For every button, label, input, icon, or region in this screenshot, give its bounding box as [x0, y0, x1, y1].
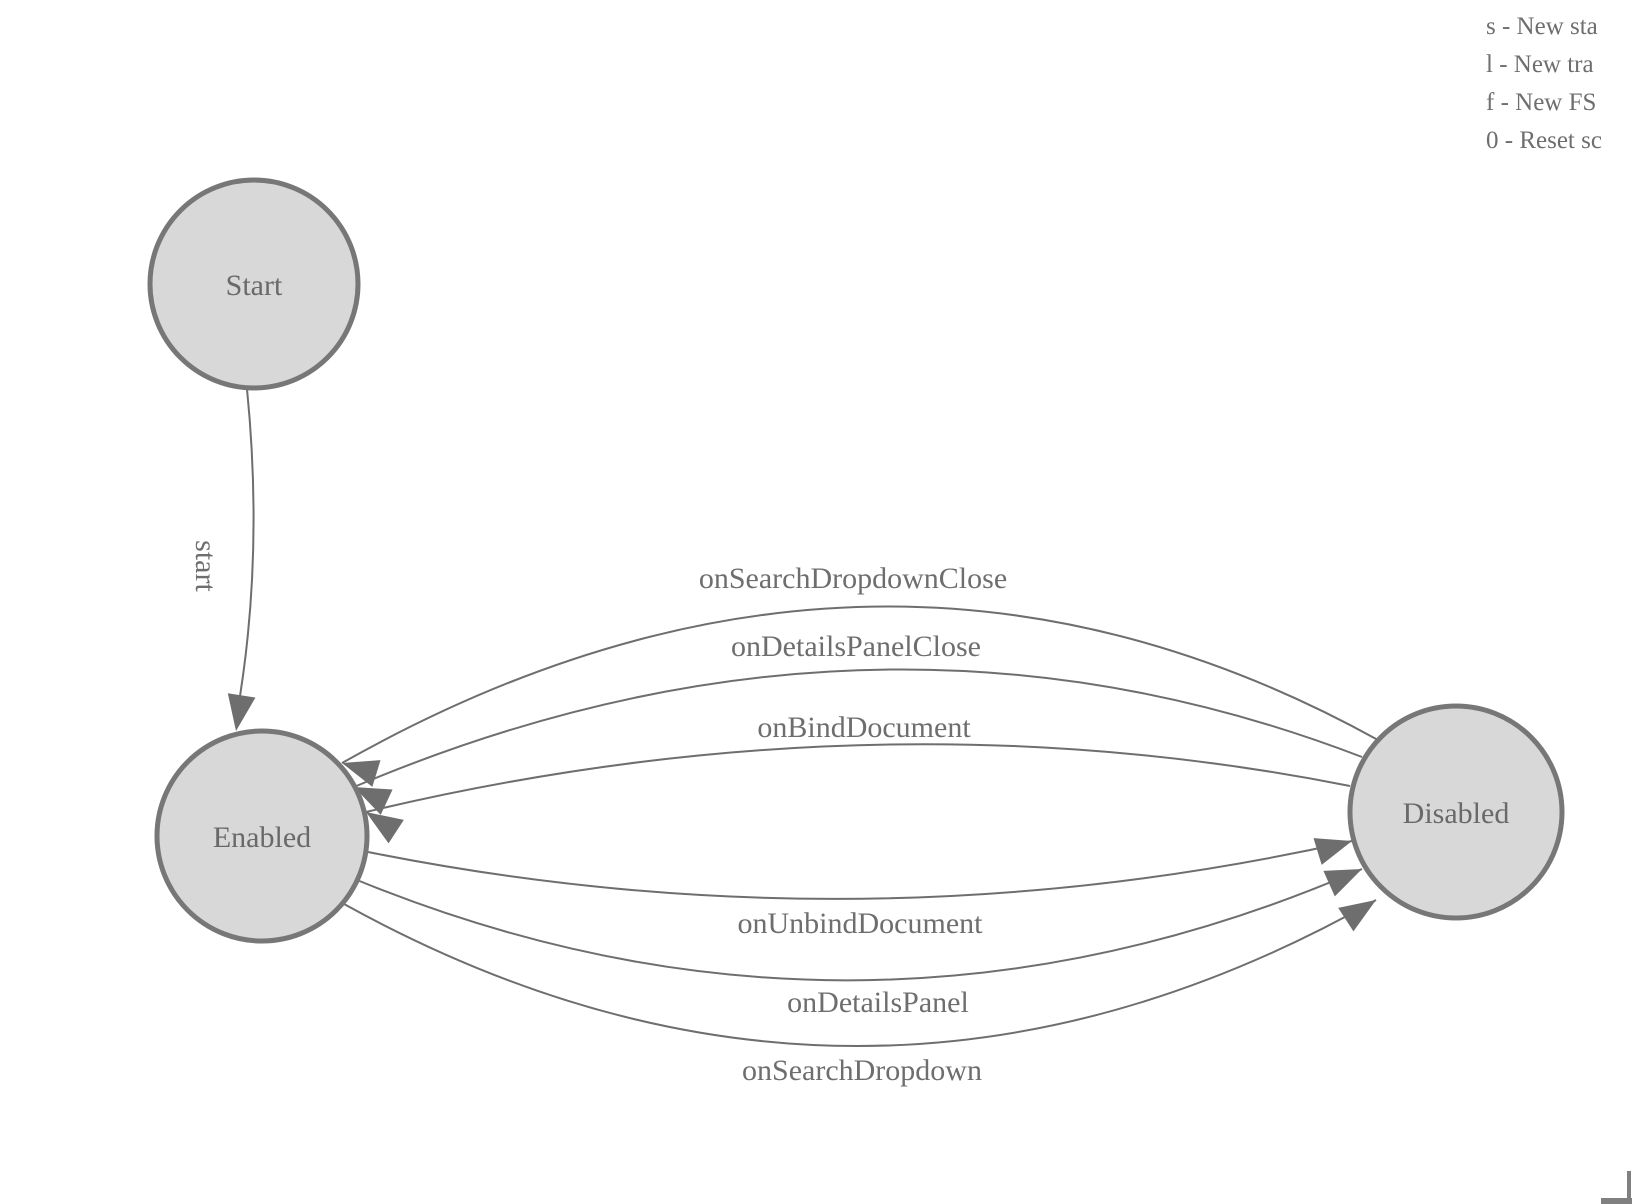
clipped-corner-element-vertical [1627, 1171, 1631, 1204]
edge-onUnbindDocument[interactable] [367, 840, 1353, 900]
arrowhead-group [227, 693, 1376, 932]
edge-group [236, 388, 1379, 1047]
state-label-enabled: Enabled [213, 821, 311, 854]
edge-onDetailsPanel[interactable] [356, 868, 1363, 982]
edge-label-onBindDocument: onBindDocument [757, 711, 971, 744]
state-circle-enabled[interactable] [154, 728, 370, 944]
state-circle-start[interactable] [147, 177, 361, 391]
edge-start[interactable] [236, 388, 255, 715]
edge-onBindDocument[interactable] [365, 743, 1351, 813]
state-label-disabled: Disabled [1403, 797, 1510, 830]
edge-onSearchDropdown[interactable] [343, 899, 1377, 1047]
edge-label-onDetailsPanelClose: onDetailsPanelClose [731, 630, 981, 663]
state-node-disabled[interactable]: Disabled [1347, 703, 1565, 921]
arrowhead-into-enabled-3-icon [366, 812, 404, 844]
arrowhead-into-enabled-1-icon [342, 760, 381, 787]
legend-line-reset: 0 - Reset sc [1486, 127, 1602, 154]
arrowhead-into-enabled-2-icon [354, 787, 393, 815]
state-label-start: Start [226, 269, 283, 302]
state-node-start[interactable]: Start [147, 177, 361, 391]
state-circle-disabled[interactable] [1347, 703, 1565, 921]
state-node-enabled[interactable]: Enabled [154, 728, 370, 944]
legend-line-new-state: s - New sta [1486, 13, 1598, 40]
arrowhead-into-disabled-1-icon [1313, 838, 1352, 865]
edge-onSearchDropdownClose[interactable] [341, 605, 1379, 764]
edge-label-group: start onSearchDropdownClose onDetailsPan… [189, 540, 1007, 1087]
legend-line-new-transition: l - New tra [1486, 51, 1594, 78]
arrowhead-into-disabled-3-icon [1338, 900, 1376, 932]
arrowhead-into-disabled-2-icon [1323, 869, 1362, 897]
edge-onDetailsPanelClose[interactable] [353, 668, 1363, 788]
clipped-corner-element-horizontal [1601, 1198, 1632, 1204]
edge-label-onSearchDropdownClose: onSearchDropdownClose [699, 562, 1007, 595]
edge-label-onDetailsPanel: onDetailsPanel [787, 986, 969, 1019]
edge-label-start: start [189, 540, 222, 592]
edge-label-onSearchDropdown: onSearchDropdown [742, 1054, 982, 1087]
legend-line-new-fsm: f - New FS [1486, 89, 1597, 116]
arrowhead-start-icon [227, 693, 256, 731]
edge-label-onUnbindDocument: onUnbindDocument [738, 907, 984, 940]
shortcut-legend: s - New sta l - New tra f - New FS 0 - R… [1486, 8, 1602, 160]
